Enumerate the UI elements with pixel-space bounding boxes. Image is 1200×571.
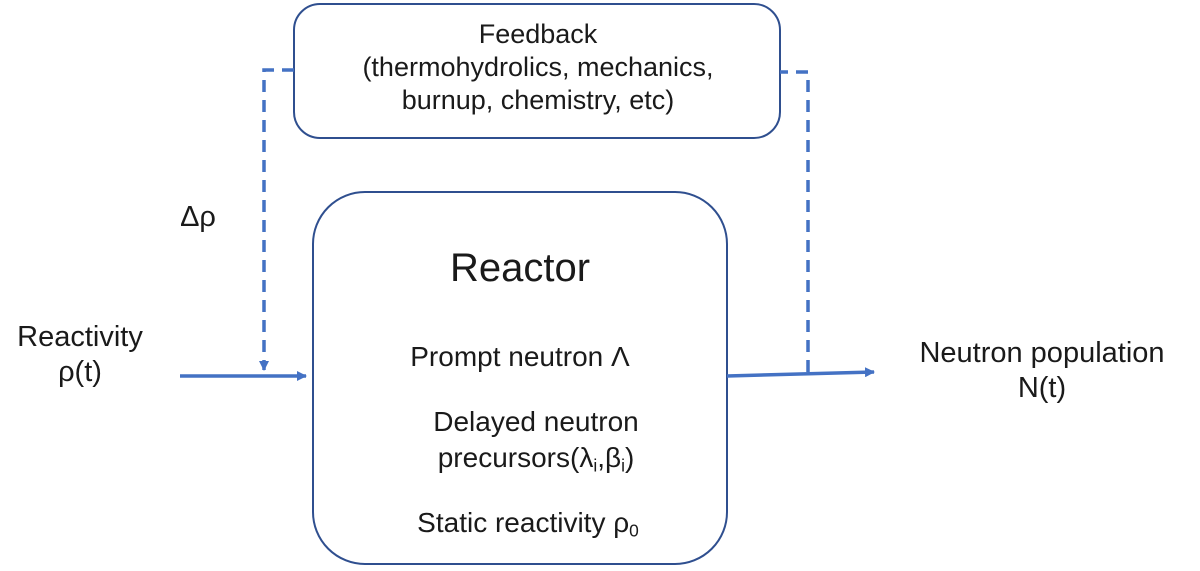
feedback-output-dashed-line bbox=[780, 70, 810, 372]
feedback-title: Feedback bbox=[478, 19, 598, 49]
feedback-detail-line2: burnup, chemistry, etc) bbox=[401, 84, 675, 115]
reactivity-label-line2: ρ(t) bbox=[58, 356, 102, 389]
delayed-neutron-line1: Delayed neutron bbox=[433, 406, 639, 437]
static-reactivity-label: Static reactivity ρ0 bbox=[417, 507, 639, 541]
reactor-title: Reactor bbox=[449, 246, 591, 290]
reactivity-label-line1: Reactivity bbox=[17, 321, 143, 353]
neutron-population-line1: Neutron population bbox=[919, 337, 1165, 369]
delayed-neutron-label: Delayed neutron precursors(λi,βi) bbox=[330, 404, 742, 476]
reactivity-input-label: Reactivity ρ(t) bbox=[0, 320, 160, 391]
feedback-label: Feedback (thermohydrolics, mechanics, bu… bbox=[296, 18, 780, 117]
prompt-neutron-label: Prompt neutron Λ bbox=[410, 341, 630, 372]
neutron-population-label: Neutron population N(t) bbox=[884, 336, 1200, 407]
feedback-input-dashed-arrow bbox=[259, 68, 294, 371]
delta-rho-label: Δρ bbox=[180, 201, 216, 233]
output-arrow bbox=[726, 367, 875, 378]
delayed-neutron-line2: precursors(λi,βi) bbox=[437, 441, 635, 476]
feedback-detail-line1: (thermohydrolics, mechanics, bbox=[362, 51, 714, 82]
reactor-box bbox=[312, 191, 728, 565]
neutron-population-line2: N(t) bbox=[1017, 372, 1067, 405]
